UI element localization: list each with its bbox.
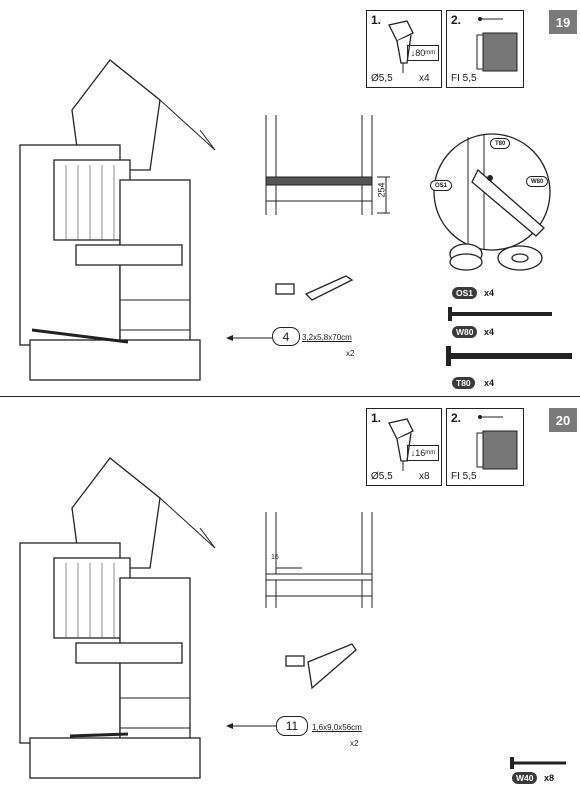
- hardware-code-tag: T80: [452, 377, 475, 389]
- dimension-label: 16: [271, 554, 279, 561]
- tool-index: 1.: [371, 13, 382, 27]
- connector-detail-circle: [433, 133, 551, 251]
- step-divider: [0, 396, 580, 397]
- screw-instruction-box: 2. FI 5,5: [446, 408, 524, 486]
- callout-tag: T80: [490, 138, 511, 149]
- hardware-qty: x8: [544, 773, 555, 783]
- hardware-code-tag: W40: [512, 772, 538, 784]
- wood-screw-icon: [510, 757, 566, 769]
- playtower-illustration: [19, 457, 216, 779]
- drill-count: x8: [419, 471, 430, 482]
- hardware-code-tag: OS1: [452, 287, 478, 299]
- drill-count: x4: [419, 73, 430, 84]
- drill-depth-unit: mm: [425, 450, 436, 456]
- part-number-badge: 4: [272, 327, 300, 346]
- hardware-qty: x4: [484, 327, 495, 337]
- hardware-qty: x4: [484, 288, 495, 298]
- frame-detail-drawing: [265, 115, 390, 215]
- screw-into-wood-icon: [476, 415, 518, 470]
- frame-detail-drawing: [265, 512, 373, 608]
- screw-into-wood-icon: [476, 17, 518, 72]
- leader-line: [226, 723, 284, 729]
- part-quantity: x2: [346, 349, 355, 358]
- tool-index: 2.: [451, 13, 462, 27]
- callout-tag: OS1: [430, 180, 453, 191]
- depth-arrow-icon: ↓: [410, 48, 416, 58]
- screwdriver-bit: FI 5,5: [451, 471, 477, 482]
- drill-depth-unit: mm: [425, 50, 436, 56]
- part-dimensions: 3,2x5,8x70cm: [302, 333, 352, 342]
- drill-depth: 16: [415, 448, 426, 458]
- board-part-icon: [275, 275, 354, 301]
- dimension-label: 254: [376, 182, 387, 198]
- hardware-code-tag: W80: [452, 326, 478, 338]
- board-part-icon: [285, 643, 357, 690]
- depth-arrow-icon: ↓: [410, 448, 416, 458]
- part-number-badge: 11: [276, 716, 308, 736]
- drill-bit-size: Ø5,5: [371, 471, 393, 482]
- cap-nut-icon: [449, 243, 543, 271]
- screw-instruction-box: 2. FI 5,5: [446, 10, 524, 88]
- bolt-icon: [446, 346, 572, 366]
- wood-screw-icon: [448, 307, 552, 321]
- callout-tag: W80: [526, 176, 549, 187]
- screwdriver-bit: FI 5,5: [451, 73, 477, 84]
- part-dimensions: 1,6x9,0x56cm: [312, 723, 362, 732]
- step-number-19: 19: [549, 10, 577, 34]
- part-quantity: x2: [350, 739, 359, 748]
- tool-index: 2.: [451, 411, 462, 425]
- tool-index: 1.: [371, 411, 382, 425]
- step-number-20: 20: [549, 408, 577, 432]
- drill-bit-size: Ø5,5: [371, 73, 393, 84]
- drill-depth: 80: [415, 48, 426, 58]
- hardware-qty: x4: [484, 378, 495, 388]
- playtower-illustration: [19, 59, 216, 381]
